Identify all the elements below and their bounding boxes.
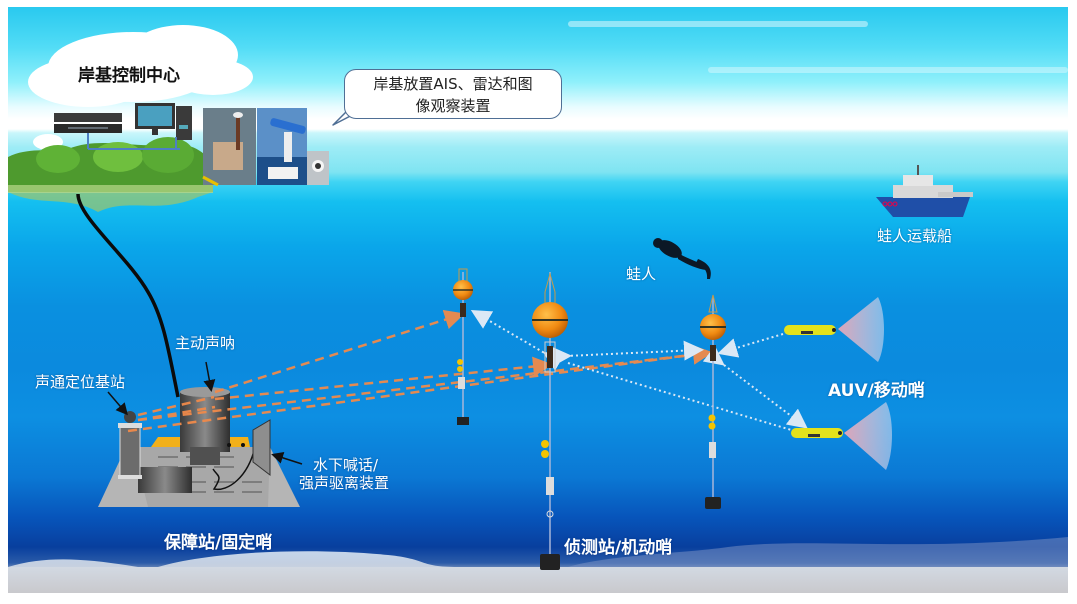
diver-boat-label: 蛙人运载船	[877, 227, 953, 245]
auv-2	[791, 402, 892, 470]
sky-streak	[708, 67, 1068, 73]
underwater-hailing-label-line1: 水下喊话/	[313, 456, 379, 474]
diver-silhouette	[653, 238, 711, 279]
auv-1	[784, 297, 884, 362]
detection-buoy-2	[532, 272, 568, 570]
diver-boat	[876, 165, 973, 217]
equipment-housing	[138, 467, 192, 493]
shore-equipment-callout: 岸基放置AIS、雷达和图 像观察装置	[344, 69, 562, 119]
detection-buoy-3	[700, 294, 726, 509]
active-sonar-label: 主动声呐	[175, 334, 236, 352]
auv-label: AUV/移动哨	[828, 381, 925, 401]
diver-label: 蛙人	[626, 265, 657, 283]
shore-cable	[76, 193, 180, 398]
guard-station-label: 保障站/固定哨	[164, 533, 273, 553]
underwater-hailing-label-line2: 强声驱离装置	[299, 474, 390, 492]
detection-station-label: 侦测站/机动哨	[564, 538, 673, 558]
radar-photo	[257, 108, 307, 185]
diagram-graphics	[8, 25, 1068, 593]
computer-icon	[135, 103, 192, 140]
acoustic-positioning-base	[118, 411, 142, 479]
acoustic-positioning-base-label: 声通定位基站	[35, 373, 126, 391]
shore-control-center-title: 岸基控制中心	[78, 66, 180, 86]
camera-photo	[307, 151, 329, 185]
sky-streak	[568, 21, 868, 27]
hailing-speaker	[252, 419, 271, 477]
island	[8, 137, 213, 212]
underwater-security-diagram: 岸基控制中心 岸基放置AIS、雷达和图 像观察装置 蛙人运载船 蛙人 主动声呐 …	[8, 7, 1068, 593]
ais-antenna-photo	[202, 108, 256, 187]
network-switch-icon	[54, 113, 122, 133]
detection-buoy-1	[453, 268, 473, 425]
cloud	[28, 25, 253, 150]
callout-line-1: 岸基放置AIS、雷达和图	[373, 75, 533, 93]
callout-line-2: 像观察装置	[415, 97, 491, 115]
